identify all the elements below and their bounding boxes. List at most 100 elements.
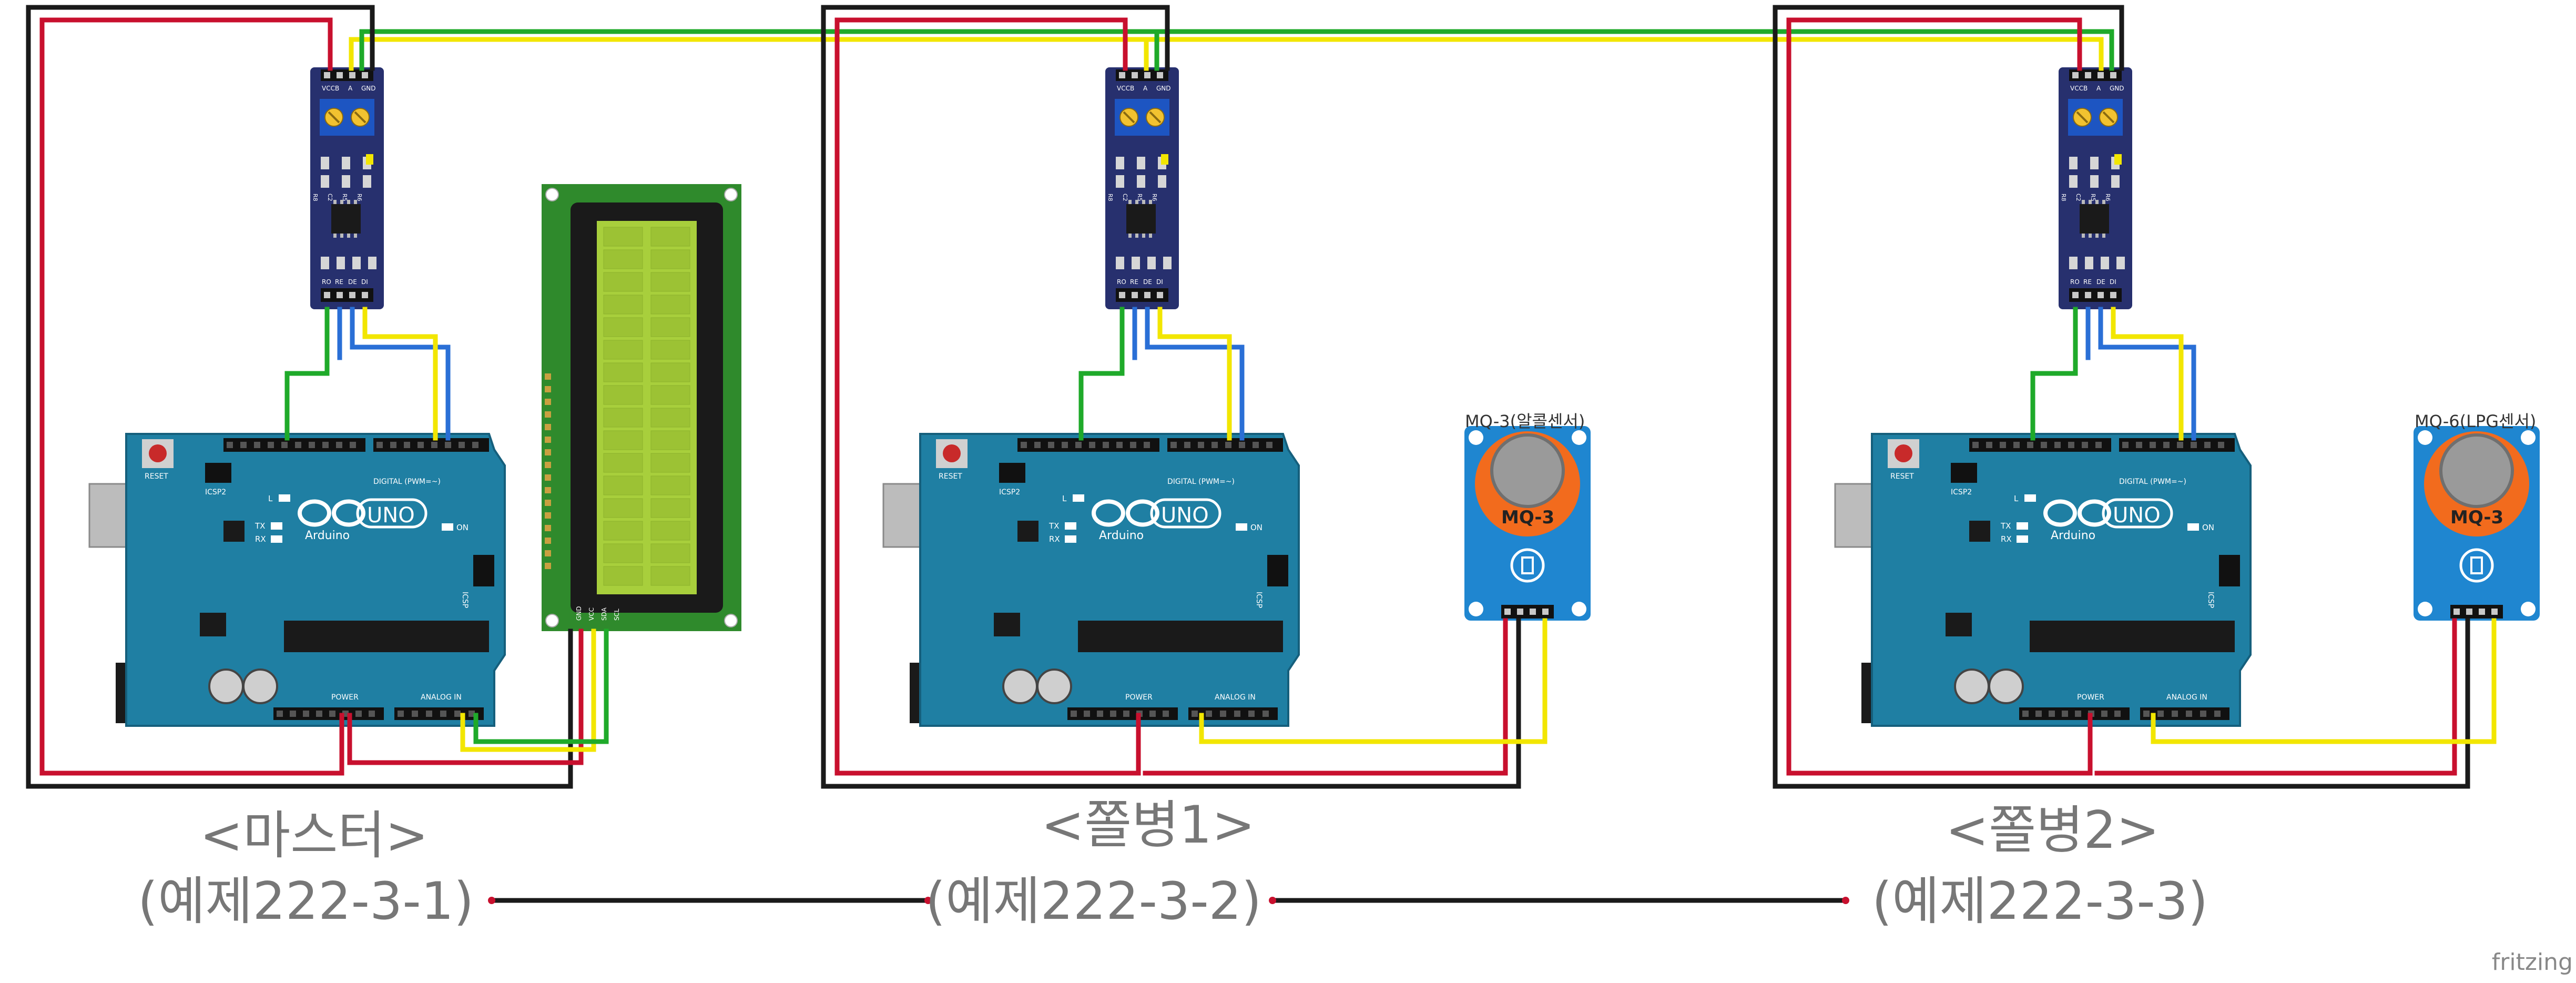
gas-sensor-hole-1-1 <box>1572 430 1586 445</box>
rs485-top-pin-1-1 <box>1132 72 1138 78</box>
gas-sensor-pin-1-1 <box>1517 609 1523 615</box>
gas-sensor-logo-inner-1 <box>1521 556 1534 574</box>
arduino-pin-tr-0-7 <box>472 442 478 448</box>
lcd-pin-label-2: SDA <box>600 607 608 621</box>
arduino-reset-label-1: RESET <box>939 472 962 481</box>
arduino-pin-pw-1-2 <box>1097 711 1103 717</box>
rs485-top-pin-label-0-0: VCC <box>322 85 335 92</box>
rs485-smd-2-4 <box>2090 175 2099 188</box>
rs485-smd-0-7 <box>337 257 345 269</box>
rs485-smd-2-8 <box>2101 257 2109 269</box>
arduino-board-1 <box>919 433 1300 727</box>
arduino-on-led-0 <box>442 523 453 531</box>
rs485-top-pin-0-1 <box>337 72 343 78</box>
arduino-pin-pw-2-7 <box>2114 711 2121 717</box>
arduino-power-label-0: POWER <box>331 693 359 702</box>
slave1-subtitle: (예제222-3-2) <box>925 871 1262 931</box>
arduino-pin-pw-1-3 <box>1110 711 1116 717</box>
rs485-di-wire-2 <box>2111 307 2184 441</box>
slave2-gnd-wire <box>1773 5 2470 789</box>
rs485-top-header-2 <box>2069 69 2122 81</box>
lcd-cell-0-7 <box>603 385 643 405</box>
arduino-atmega-0 <box>284 621 489 652</box>
rs485-bottom-pin-1-1 <box>1132 292 1138 298</box>
arduino-digital-label-0: DIGITAL (PWM=~) <box>373 478 441 486</box>
lcd-side-pin-15 <box>545 563 551 569</box>
rs485-silk-1-3: R6 <box>1151 194 1158 201</box>
gas-sensor-logo-inner-2 <box>2470 556 2483 574</box>
lcd-side-pin-9 <box>545 487 551 493</box>
rs485-ro-wire-0 <box>284 307 330 441</box>
lcd-side-pin-13 <box>545 538 551 544</box>
lcd-cell-1-6 <box>650 362 690 382</box>
fritzing-watermark: fritzing <box>2491 949 2573 976</box>
lcd-cell-1-1 <box>650 249 690 269</box>
arduino-pin-tr-0-4 <box>431 442 437 448</box>
arduino-reset-label-2: RESET <box>1890 472 1914 481</box>
rs485-bottom-pin-label-1-3: DI <box>1156 278 1163 286</box>
rs485-smd-0-1 <box>342 157 350 169</box>
arduino-icsp2-label-0: ICSP2 <box>205 488 226 496</box>
arduino-pin-tl-1-8 <box>1130 442 1136 448</box>
arduino-pin-tr-2-0 <box>2122 442 2129 448</box>
arduino-usb-ic-2 <box>1969 521 1990 542</box>
rs485-smd-2-9 <box>2116 257 2125 269</box>
rs485-screw-slot-0-1 <box>354 111 366 124</box>
mq3-sensor-label: MQ-3(알콜센서) <box>1465 411 1585 431</box>
rs485-chip-2 <box>2080 204 2109 234</box>
arduino-pin-pw-1-7 <box>1163 711 1169 717</box>
arduino-pin-tr-2-6 <box>2204 442 2211 448</box>
rs485-de-wire-0 <box>350 307 451 441</box>
lcd-side-pin-7 <box>545 462 551 468</box>
arduino-tx-label-2: TX <box>2000 521 2011 531</box>
arduino-pin-tr-0-3 <box>418 442 424 448</box>
arduino-pin-pw-0-6 <box>355 711 362 717</box>
master-vcc-wire <box>39 17 344 776</box>
arduino-pin-tl-2-7 <box>2068 442 2074 448</box>
rs485-top-pin-0-2 <box>349 72 355 78</box>
gas-sensor-hole-1-3 <box>1572 602 1586 616</box>
rs485-smd-2-3 <box>2069 175 2078 188</box>
lcd-side-pin-11 <box>545 512 551 519</box>
gas-sensor-pin-1-2 <box>1530 609 1536 615</box>
mq6-sensor-label: MQ-6(LPG센서) <box>2415 411 2537 431</box>
rs485-top-pin-label-1-2: A <box>1143 85 1148 92</box>
arduino-pin-pw-1-0 <box>1071 711 1077 717</box>
arduino-analog-label-1: ANALOG IN <box>1215 693 1256 702</box>
arduino-pin-pw-1-6 <box>1149 711 1156 717</box>
rs485-top-pin-0-3 <box>362 72 368 78</box>
arduino-tx-led-1 <box>1065 522 1076 530</box>
arduino-pin-tl-1-4 <box>1075 442 1082 448</box>
arduino-l-led-0 <box>279 494 290 502</box>
lcd-cell-0-4 <box>603 317 643 337</box>
gas-sensor-2: MQ-3 <box>2414 426 2540 621</box>
arduino-board-2 <box>1871 433 2252 727</box>
lcd-side-pin-4 <box>545 424 551 430</box>
rs485-top-pin-1-0 <box>1119 72 1125 78</box>
arduino-pin-tr-0-6 <box>459 442 465 448</box>
arduino-reset-button-0 <box>149 444 167 462</box>
lcd-hole-0 <box>545 188 559 201</box>
lcd-cell-0-3 <box>603 295 643 315</box>
slave1-sensor-signal-wire <box>1199 618 1547 744</box>
rs485-top-pin-label-2-0: VCC <box>2070 85 2083 92</box>
arduino-icsp-label-0: ICSP <box>461 592 469 608</box>
lcd-hole-3 <box>724 614 738 627</box>
rs485-smd-1-5 <box>1158 175 1166 188</box>
arduino-pin-an-0-3 <box>440 711 446 717</box>
lcd-cell-1-15 <box>650 566 690 586</box>
arduino-digital-label-2: DIGITAL (PWM=~) <box>2119 478 2186 486</box>
arduino-pin-tr-1-4 <box>1225 442 1231 448</box>
arduino-pin-pw-2-1 <box>2035 711 2042 717</box>
lcd-cell-0-12 <box>603 498 643 518</box>
rs485-bottom-pin-0-3 <box>362 292 368 298</box>
arduino-model-label-1: UNO <box>1161 503 1209 528</box>
arduino-icsp-2 <box>2219 555 2240 586</box>
rs485-top-pin-label-0-2: A <box>348 85 353 92</box>
rs485-smd-2-6 <box>2069 257 2078 269</box>
rs485-bottom-pin-1-3 <box>1157 292 1163 298</box>
lcd-cell-1-4 <box>650 317 690 337</box>
arduino-pin-an-2-4 <box>2200 711 2206 717</box>
arduino-icsp2-label-2: ICSP2 <box>1951 488 1972 496</box>
